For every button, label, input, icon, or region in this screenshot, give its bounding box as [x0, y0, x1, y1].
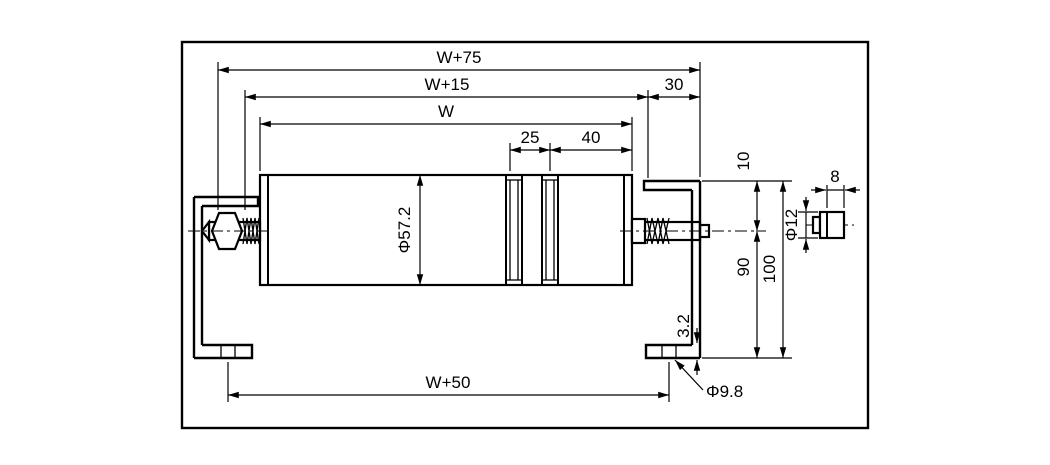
- roller-groove-b: [541, 175, 559, 285]
- left-bracket-foot: [194, 343, 254, 360]
- dimension-pin-diameter: Φ12: [782, 197, 818, 253]
- right-spring: [646, 217, 670, 245]
- hole-diameter-leader: [674, 359, 704, 391]
- left-bracket-top-flange: [194, 195, 260, 208]
- dimension-hole-diameter: Φ9.8: [674, 359, 743, 401]
- dim-label-roller-face-width: W: [438, 102, 454, 121]
- left-spring: [242, 217, 260, 245]
- dim-label-groove-pitch: 25: [521, 128, 540, 147]
- dimension-hole-pitch: W+50: [227, 362, 670, 402]
- dimension-axis-from-top: 10: [702, 152, 792, 231]
- dim-label-roller-diameter: Φ57.2: [395, 207, 414, 254]
- pin-detail: [811, 210, 846, 240]
- dim-label-hole-diameter: Φ9.8: [706, 382, 743, 401]
- right-bracket-foot: [644, 343, 700, 360]
- dim-label-overall-length: W+75: [437, 48, 482, 67]
- dim-label-axis-from-base: 90: [734, 258, 753, 277]
- roller-groove-a: [505, 175, 523, 285]
- dim-label-hole-pitch: W+50: [426, 373, 471, 392]
- dimension-pin-length: 8: [811, 167, 860, 208]
- right-bracket-top-flange: [642, 179, 700, 192]
- dim-label-bracket-height: 100: [760, 255, 779, 283]
- roller-tube-outline: [258, 173, 634, 287]
- dimension-axis-from-base: 90: [702, 231, 792, 359]
- dimension-overall-length: W+75: [217, 48, 701, 210]
- dimension-roller-face-width: W: [259, 102, 633, 171]
- dimensions: W+75 W+15 30 W 25 40: [217, 48, 860, 402]
- dim-label-right-extension: 30: [665, 75, 684, 94]
- dimension-roller-diameter: Φ57.2: [395, 175, 424, 285]
- dim-label-plate-thickness: 3.2: [674, 314, 693, 338]
- dimension-groove-end-offset: 40: [550, 128, 632, 154]
- dim-label-pin-length: 8: [830, 167, 839, 186]
- left-bracket: [192, 195, 260, 360]
- dim-label-pin-diameter: Φ12: [782, 209, 801, 241]
- dimension-bracket-height: 100: [760, 181, 787, 358]
- roller-body: [258, 173, 634, 287]
- right-bracket: [642, 179, 702, 360]
- dimension-plate-thickness: 3.2: [674, 314, 701, 375]
- pin-body: [818, 210, 846, 240]
- dimension-inner-length: W+15: [244, 75, 649, 210]
- dim-label-axis-from-top: 10: [734, 152, 753, 171]
- dimension-right-extension: 30: [648, 75, 700, 101]
- dim-label-inner-length: W+15: [425, 75, 470, 94]
- dim-label-groove-end-offset: 40: [582, 128, 601, 147]
